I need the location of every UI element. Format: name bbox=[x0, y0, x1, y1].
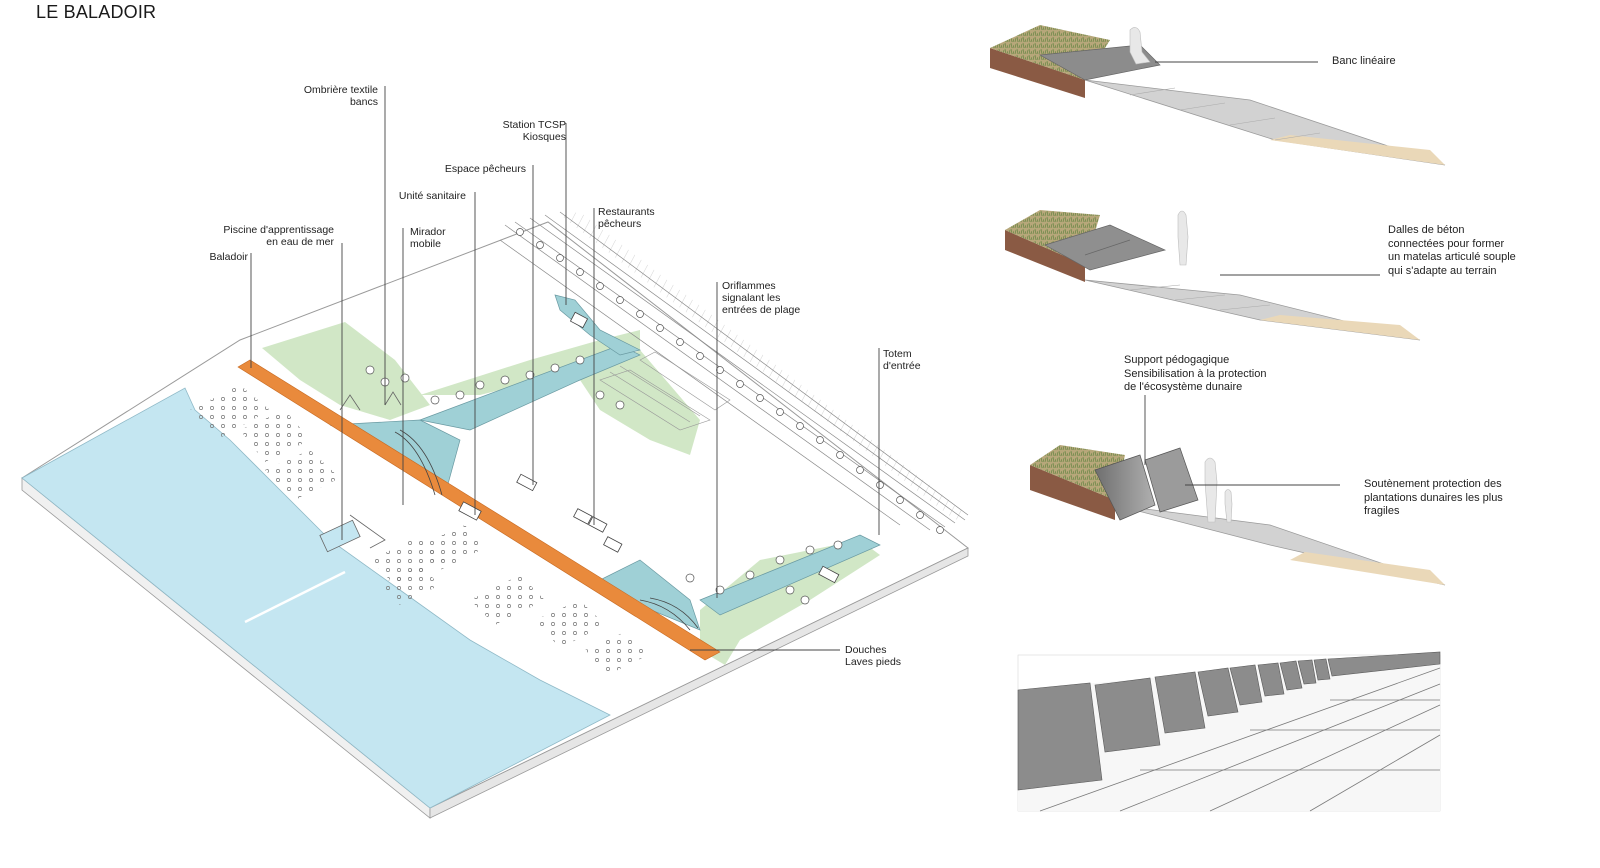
label-line: Restaurants bbox=[598, 206, 655, 218]
label-line: Baladoir bbox=[209, 251, 248, 263]
label-baladoir: Baladoir bbox=[190, 251, 248, 263]
label-line: Banc linéaire bbox=[1332, 55, 1396, 67]
page-title: LE BALADOIR bbox=[36, 2, 157, 22]
boardwalk-structures bbox=[339, 391, 699, 631]
label-line: fragiles bbox=[1364, 505, 1400, 517]
detail-perspective bbox=[1017, 651, 1441, 812]
label-line: Piscine d'apprentissage bbox=[223, 224, 334, 236]
label-banc: Banc linéaire bbox=[1332, 55, 1396, 69]
label-pecheurs: Espace pêcheurs bbox=[430, 163, 526, 175]
label-line: Dalles de béton bbox=[1388, 224, 1465, 236]
label-line: Support pédogagique bbox=[1124, 354, 1230, 366]
label-line: de l'écosystème dunaire bbox=[1124, 381, 1243, 393]
label-line: un matelas articulé souple bbox=[1388, 251, 1516, 263]
buildings bbox=[458, 311, 840, 584]
label-line: signalant les bbox=[722, 292, 781, 304]
label-line: d'entrée bbox=[883, 360, 921, 372]
parking bbox=[599, 351, 731, 431]
label-support: Support pédogagique Sensibilisation à la… bbox=[1124, 354, 1266, 395]
label-line: Espace pêcheurs bbox=[444, 163, 526, 175]
detail-dalles-beton bbox=[1005, 210, 1421, 341]
label-line: bancs bbox=[349, 96, 378, 108]
label-line: plantations dunaires les plus bbox=[1364, 491, 1503, 504]
label-line: Sensibilisation à la protection bbox=[1124, 367, 1267, 380]
label-line: Mirador bbox=[410, 226, 446, 238]
label-oriflammes: Oriflammes signalant les entrées de plag… bbox=[722, 280, 800, 316]
label-ombriere: Ombrière textile bancs bbox=[286, 84, 378, 108]
jetty bbox=[244, 570, 346, 624]
label-dalles: Dalles de béton connectées pour former u… bbox=[1388, 224, 1516, 278]
label-line: en eau de mer bbox=[266, 236, 334, 248]
label-line: Station TCSP bbox=[502, 119, 566, 131]
label-mirador: Mirador mobile bbox=[410, 226, 446, 250]
label-line: Totem bbox=[883, 348, 912, 360]
label-line: connectées pour former bbox=[1388, 237, 1505, 250]
rail-track bbox=[560, 212, 968, 520]
label-line: entrées de plage bbox=[722, 304, 801, 316]
leader-lines bbox=[250, 86, 880, 651]
label-restaurants: Restaurants pêcheurs bbox=[598, 206, 655, 230]
detail-banc-lineaire bbox=[990, 25, 1446, 166]
label-piscine: Piscine d'apprentissage en eau de mer bbox=[200, 224, 334, 248]
label-line: Unité sanitaire bbox=[398, 190, 466, 202]
label-line: Douches bbox=[845, 644, 887, 656]
label-line: Ombrière textile bbox=[303, 84, 378, 96]
label-sanitaire: Unité sanitaire bbox=[380, 190, 466, 202]
label-line: mobile bbox=[410, 238, 441, 250]
label-station: Station TCSP Kiosques bbox=[480, 119, 566, 143]
label-totem: Totem d'entrée bbox=[883, 348, 921, 372]
label-line: pêcheurs bbox=[598, 218, 642, 230]
label-line: Kiosques bbox=[522, 131, 566, 143]
pool bbox=[319, 519, 361, 553]
label-line: Oriflammes bbox=[722, 280, 776, 292]
label-line: Soutènement protection des bbox=[1364, 478, 1502, 490]
trees bbox=[365, 228, 944, 605]
label-line: Laves pieds bbox=[845, 656, 902, 668]
label-soutenement: Soutènement protection des plantations d… bbox=[1364, 478, 1503, 519]
label-douches: Douches Laves pieds bbox=[845, 644, 901, 668]
sea bbox=[21, 387, 611, 809]
beach-umbrellas bbox=[190, 385, 648, 675]
site-plan bbox=[21, 86, 969, 819]
detail-soutenement bbox=[1030, 395, 1446, 586]
label-line: qui s'adapte au terrain bbox=[1388, 264, 1497, 277]
